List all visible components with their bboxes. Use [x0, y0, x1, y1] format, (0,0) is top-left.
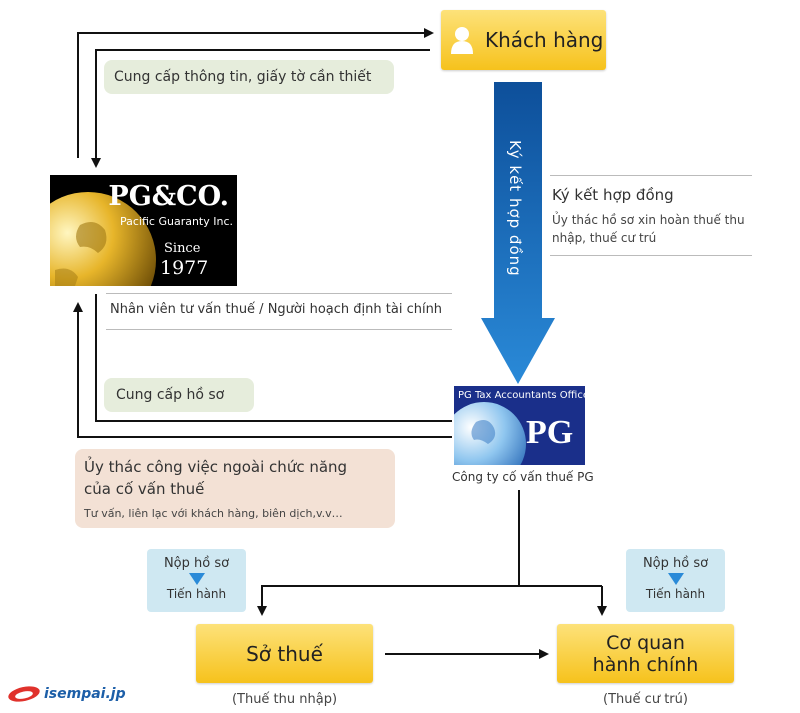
contract-big-arrow: [481, 82, 555, 384]
pgco-brand-amp: &CO.: [151, 181, 229, 212]
globe-icon: [50, 192, 156, 286]
tax-office-caption: (Thuế thu nhập): [231, 692, 338, 707]
pg-tax-logo-text: PG: [526, 414, 574, 451]
submit-note-left: Nộp hồ sơ Tiến hành: [147, 549, 246, 612]
pgco-staff-caption: Nhân viên tư vấn thuế / Người hoạch định…: [110, 302, 443, 317]
contract-top-rule: [550, 175, 752, 176]
tax-office-label: Sở thuế: [246, 641, 323, 666]
triangle-down-icon: [188, 573, 205, 585]
note-provide-docs-text: Cung cấp hồ sơ: [116, 387, 225, 403]
submit-note-right: Nộp hồ sơ Tiến hành: [626, 549, 725, 612]
pg-tax-caption: Công ty cố vấn thuế PG: [452, 470, 594, 484]
tax-office-box[interactable]: Sở thuế: [196, 624, 373, 683]
admin-office-line1: Cơ quan: [606, 631, 685, 654]
contract-arrow-label: Ký kết hợp đồng: [506, 140, 524, 277]
submit-right-bottom: Tiến hành: [645, 587, 706, 601]
pgco-subtitle: Pacific Guaranty Inc.: [120, 215, 234, 228]
arrow-pgco-to-customer: [77, 28, 434, 158]
pgco-since-label: Since: [164, 241, 201, 256]
pg-tax-office-name: PG Tax Accountants Office: [458, 390, 585, 401]
arrow-pgtax-to-pgco-outer: [73, 302, 452, 438]
pg-tax-logo: PG Tax Accountants Office PG: [454, 386, 585, 465]
customer-box[interactable]: Khách hàng: [441, 10, 606, 70]
outsource-title-line1: Ủy thác công việc ngoài chức năng: [84, 458, 348, 476]
contract-desc-line2: nhập, thuế cư trú: [552, 231, 657, 245]
outsource-title-line2: của cố vấn thuế: [84, 480, 205, 498]
blue-globe-icon: [454, 402, 526, 465]
outsource-detail: Tư vấn, liên lạc với khách hàng, biên dị…: [84, 507, 343, 520]
outsource-note: Ủy thác công việc ngoài chức năng của cố…: [75, 449, 395, 528]
pgco-logo: PG&CO. Pacific Guaranty Inc. Since 1977: [50, 175, 237, 286]
note-provide-docs: Cung cấp hồ sơ: [104, 378, 254, 412]
watermark-text: isempai.jp: [44, 686, 126, 702]
line-pgtax-inner: [95, 294, 452, 422]
customer-label: Khách hàng: [485, 28, 604, 52]
watermark: isempai.jp: [6, 682, 126, 710]
submit-left-top: Nộp hồ sơ: [163, 556, 230, 571]
watermark-logo-icon: [8, 686, 40, 702]
pgco-since-year: 1977: [160, 257, 209, 279]
arrow-to-tax-office: [257, 585, 602, 616]
note-provide-info: Cung cấp thông tin, giấy tờ cần thiết: [104, 60, 394, 94]
pgco-brand-pg: PG: [108, 181, 152, 212]
note-provide-info-text: Cung cấp thông tin, giấy tờ cần thiết: [114, 69, 372, 85]
contract-title: Ký kết hợp đồng: [552, 186, 674, 204]
person-icon: [451, 27, 473, 54]
admin-office-line2: hành chính: [592, 653, 699, 676]
pgco-caption-bottom-rule: [106, 329, 452, 330]
contract-desc-line1: Ủy thác hồ sơ xin hoàn thuế thu: [552, 213, 745, 227]
submit-left-bottom: Tiến hành: [166, 587, 227, 601]
pgco-caption-top-rule: [106, 293, 452, 294]
triangle-down-icon: [667, 573, 684, 585]
submit-right-top: Nộp hồ sơ: [642, 556, 709, 571]
admin-office-caption: (Thuế cư trú): [603, 692, 688, 707]
admin-office-box[interactable]: Cơ quan hành chính: [557, 624, 734, 683]
contract-bottom-rule: [550, 255, 752, 256]
arrow-customer-to-pgco: [91, 49, 430, 168]
